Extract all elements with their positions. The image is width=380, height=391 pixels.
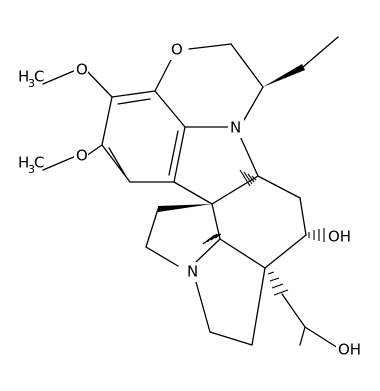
bond-ar2-oring <box>154 59 172 92</box>
bond-ch2-a-b <box>209 331 253 346</box>
methyl-bottom-c: C <box>34 154 44 172</box>
bond-c11-h-hash <box>202 233 222 245</box>
bond-spiro-wedge <box>158 204 212 212</box>
bond-ar-double-3 <box>108 147 126 176</box>
bond-ch2-ch2oh <box>281 293 306 328</box>
bond-ar6-ar1 <box>101 96 113 146</box>
methyl-top-sub: 3 <box>28 77 35 90</box>
bond-ar1-ar2 <box>111 90 156 98</box>
bond-ar5-ar6 <box>101 144 131 183</box>
hydroxyl-ring: OH <box>328 228 351 246</box>
bond-c11-c10 <box>219 238 266 269</box>
bond-ar4-spiro <box>173 181 213 205</box>
bond-ar-double-2 <box>168 130 179 176</box>
methyl-bottom-sub: 3 <box>28 163 35 176</box>
bond-ch2-ch <box>230 43 264 88</box>
atom-layer: H 3 C O H 3 C O O N N <box>18 40 364 360</box>
bond-oring-ch2 <box>188 43 232 50</box>
bond-n-c7 <box>239 135 259 177</box>
bond-ch2oh-c <box>299 326 306 346</box>
bond-methyl-top-o <box>42 69 77 85</box>
nitrogen-indoline: N <box>230 119 241 137</box>
bond-ar2-ar3 <box>154 90 186 128</box>
hydroxyl-chain: OH <box>338 341 361 359</box>
nitrogen-piperidine: N <box>187 263 198 281</box>
methyl-top: H 3 C <box>18 68 44 91</box>
bond-ch2-b-c10 <box>251 267 266 346</box>
bond-ch-n <box>243 86 264 121</box>
bond-c7-c8 <box>257 175 301 199</box>
bond-c10-ch2-hash <box>267 271 289 296</box>
bond-layer <box>42 36 339 349</box>
bond-methyl-bottom-o <box>42 155 77 171</box>
bond-ar-double-1 <box>117 98 151 105</box>
bond-c7-spiro <box>211 175 259 205</box>
bond-n-ch2-a <box>195 281 211 333</box>
bond-c9-c10 <box>264 234 307 269</box>
bond-c11-n <box>195 238 221 263</box>
bond-spiro-c11 <box>211 203 221 240</box>
methyl-bottom: H 3 C <box>18 154 44 177</box>
bond-ch2-chain-1 <box>145 208 159 248</box>
methyl-top-c: C <box>34 68 44 86</box>
bond-c-oh <box>304 326 339 349</box>
oxygen-ring: O <box>171 41 183 59</box>
bond-c8-c9 <box>299 197 307 236</box>
bond-c7-h-hash <box>239 169 257 187</box>
oxygen-methoxy-top: O <box>76 61 88 79</box>
bond-c9-oh-hash <box>308 228 325 242</box>
methyl-bottom-h: H <box>18 154 29 172</box>
methyl-top-h: H <box>18 68 29 86</box>
bond-ch2-chain-2 <box>145 246 179 267</box>
bond-ar3-ar4 <box>173 126 186 183</box>
bond-o-arom-bottom <box>85 144 103 157</box>
oxygen-methoxy-bottom: O <box>76 147 88 165</box>
bond-o-arom-top <box>85 69 113 98</box>
bond-ethyl-ch3 <box>302 36 339 68</box>
bond-ethyl-wedge <box>263 64 305 87</box>
